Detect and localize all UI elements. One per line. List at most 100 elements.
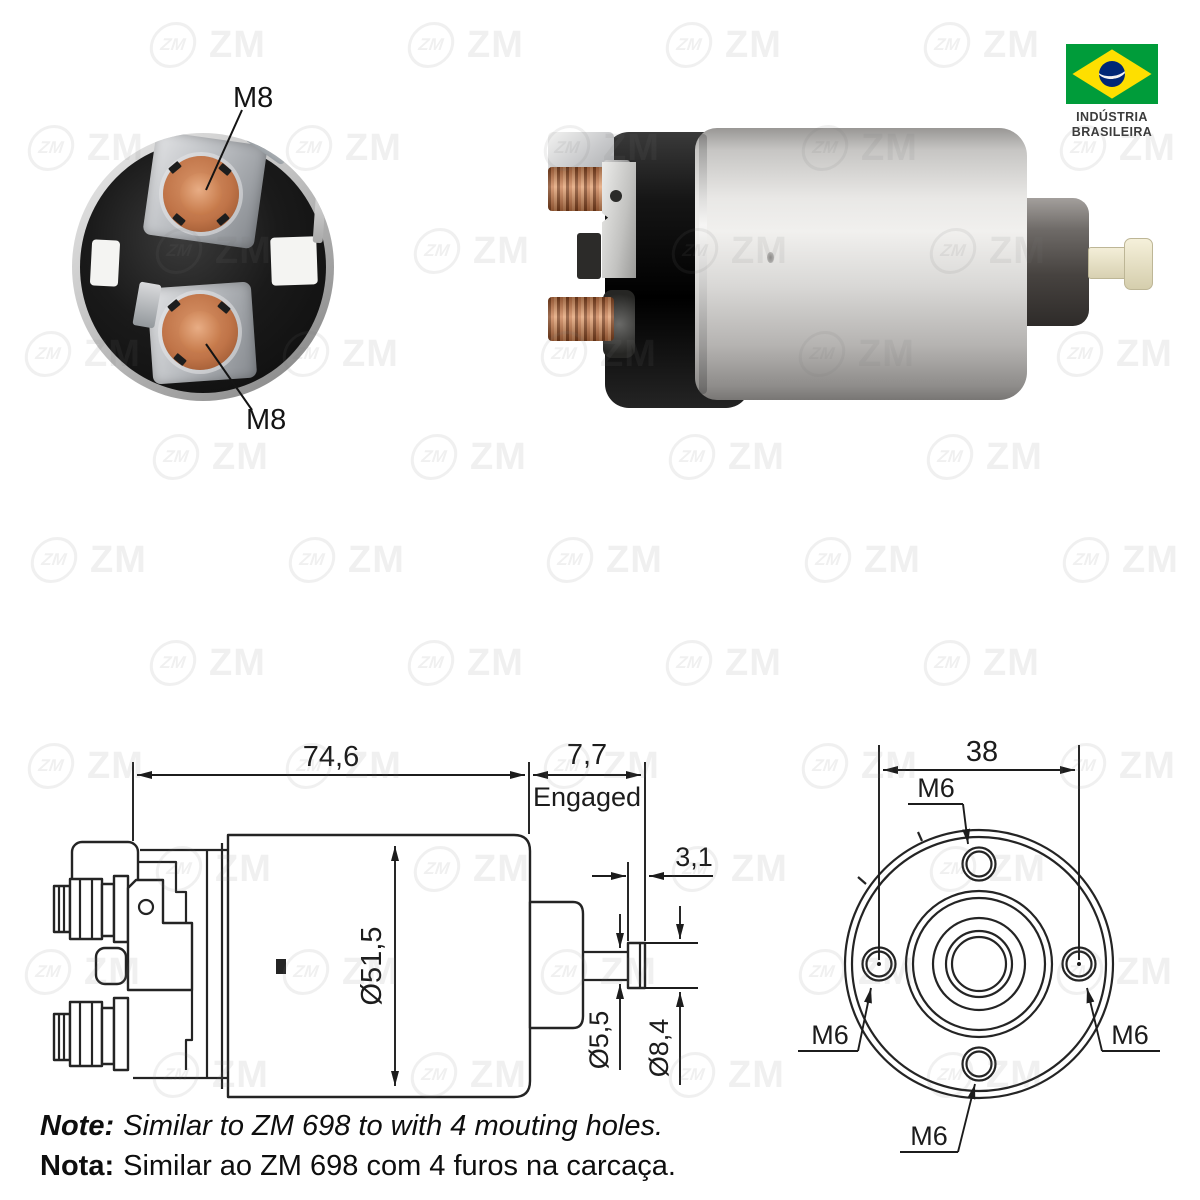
badge-line1: INDÚSTRIA	[1076, 110, 1148, 124]
origin-badge: INDÚSTRIA BRASILEIRA	[1066, 44, 1158, 140]
zm-logo-icon: ZM	[404, 22, 458, 68]
side-view-photo	[545, 110, 1157, 410]
solenoid-steel-body	[695, 128, 1027, 400]
zm-logo-icon: ZM	[920, 22, 974, 68]
zm-logo-icon: ZM	[801, 537, 855, 583]
zm-logo-text: ZM	[728, 435, 785, 478]
zm-logo-text: ZM	[725, 23, 782, 66]
zm-logo-text: ZM	[983, 641, 1040, 684]
zm-logo-text: ZM	[986, 435, 1043, 478]
rear-core	[1027, 198, 1089, 326]
brazil-flag	[1066, 44, 1158, 104]
flag-globe	[1099, 61, 1125, 87]
copper-terminal-bottom	[162, 294, 238, 370]
note-portuguese-text: Similar ao ZM 698 com 4 furos na carcaça…	[123, 1150, 676, 1182]
housing-block	[577, 233, 601, 279]
engaged-caption: Engaged	[533, 782, 641, 812]
zm-logo-icon: ZM	[27, 537, 81, 583]
dim-tip-diameter: Ø8,4	[644, 1019, 674, 1078]
zm-logo-text: ZM	[473, 229, 530, 272]
zm-logo-text: ZM	[467, 641, 524, 684]
drawing-body	[226, 833, 532, 1099]
note-portuguese: Nota:Similar ao ZM 698 com 4 furos na ca…	[40, 1146, 676, 1186]
spade-terminal-hole	[610, 190, 622, 202]
zm-logo-icon: ZM	[285, 537, 339, 583]
spade-terminal	[602, 162, 636, 278]
copper-terminal-top	[163, 156, 239, 232]
end-view-drawing: 38 M6 M6 M6 M6	[798, 736, 1160, 1153]
dim-hole-spacing: 38	[966, 736, 998, 768]
terminal-label-top: M8	[233, 82, 274, 114]
mounting-hole-top	[961, 846, 997, 882]
zm-logo-text: ZM	[348, 538, 405, 581]
drawing-spade-tab	[126, 878, 194, 992]
hole-label-right: M6	[1111, 1020, 1149, 1050]
dim-tip-length: 3,1	[675, 842, 713, 872]
side-view-drawing: 74,6 7,7 Engaged 3,1 Ø51,5 Ø5,5 Ø8,4	[52, 739, 713, 1099]
body-vent-mark	[276, 959, 286, 974]
dim-body-diameter: Ø51,5	[356, 927, 388, 1006]
zm-logo-text: ZM	[209, 23, 266, 66]
copper-stud-top	[548, 167, 606, 211]
zm-logo-icon: ZM	[920, 640, 974, 686]
zm-logo-text: ZM	[864, 538, 921, 581]
zm-logo-icon: ZM	[146, 640, 200, 686]
drawing-bottom-nut	[68, 1000, 104, 1068]
dim-shaft-diameter: Ø5,5	[584, 1011, 614, 1070]
note-english: Note:Similar to ZM 698 to with 4 mouting…	[40, 1106, 676, 1146]
badge-line2: BRASILEIRA	[1071, 125, 1153, 139]
zm-logo-text: ZM	[1122, 538, 1179, 581]
copper-stud-bottom	[548, 297, 614, 341]
zm-logo-icon: ZM	[923, 434, 977, 480]
zm-logo-text: ZM	[725, 641, 782, 684]
terminal-label-bottom: M8	[246, 404, 287, 436]
zm-logo-text: ZM	[606, 538, 663, 581]
note-english-text: Similar to ZM 698 to with 4 mouting hole…	[123, 1110, 664, 1142]
dim-total-length: 74,6	[303, 741, 359, 773]
zm-logo-icon: ZM	[410, 228, 464, 274]
zm-logo-icon: ZM	[543, 537, 597, 583]
zm-logo-text: ZM	[90, 538, 147, 581]
note-english-label: Note:	[40, 1110, 115, 1142]
plunger-pin-cap	[1124, 238, 1153, 290]
drawing-tip	[626, 941, 647, 990]
hole-label-left: M6	[811, 1020, 849, 1050]
zm-logo-icon: ZM	[665, 434, 719, 480]
zm-logo-icon: ZM	[1059, 537, 1113, 583]
dim-engaged-length: 7,7	[567, 739, 607, 771]
drawing-top-nut	[68, 877, 104, 941]
zm-logo-text: ZM	[209, 641, 266, 684]
zm-logo-text: ZM	[470, 435, 527, 478]
zm-logo-icon: ZM	[404, 640, 458, 686]
zm-logo-icon: ZM	[662, 22, 716, 68]
drawing-boss	[528, 900, 585, 1030]
zm-logo-text: ZM	[983, 23, 1040, 66]
zm-logo-icon: ZM	[146, 22, 200, 68]
body-dimple	[767, 252, 774, 263]
flag-band	[1099, 61, 1125, 82]
hole-label-top: M6	[917, 773, 955, 803]
copper-stud-top	[180, 173, 222, 215]
end-view-photo	[72, 133, 334, 401]
notes-block: Note:Similar to ZM 698 to with 4 mouting…	[40, 1106, 676, 1186]
mounting-hole-bottom	[961, 1046, 997, 1082]
zm-logo-icon: ZM	[662, 640, 716, 686]
